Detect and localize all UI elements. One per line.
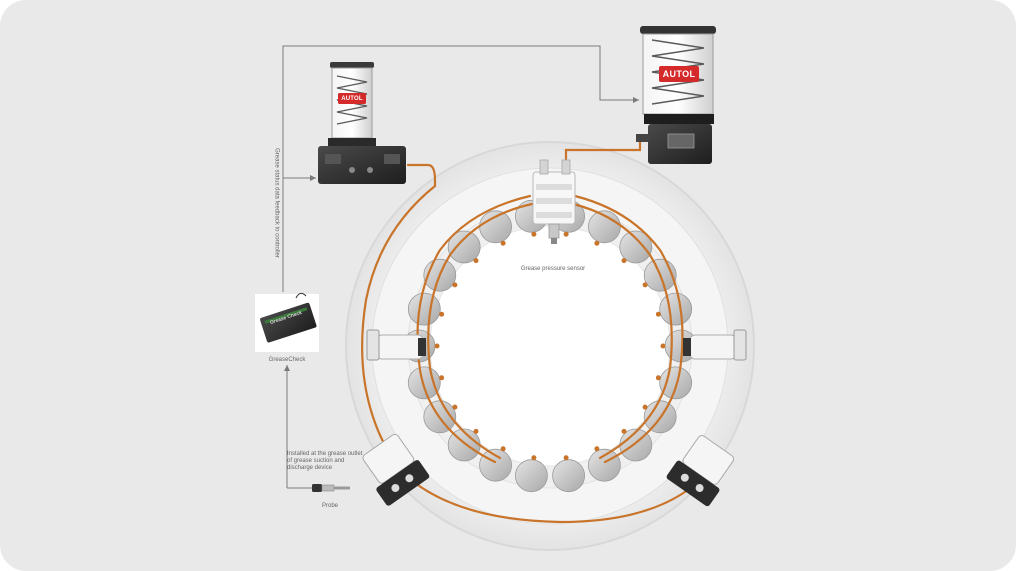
grease-line-inner-c — [573, 194, 684, 464]
grease-fitting — [531, 455, 537, 461]
discharge-device-left — [362, 433, 430, 506]
grease-fitting — [452, 404, 458, 410]
pump-small-logo: AUTOL — [341, 96, 363, 102]
grease-fitting — [452, 282, 458, 288]
grease-lines — [361, 139, 702, 524]
grease-fitting — [594, 240, 600, 246]
bearing-roller — [619, 230, 653, 264]
grease-fitting — [594, 446, 600, 452]
bearing-roller — [552, 459, 585, 493]
signal-line-to-large-pump — [282, 45, 639, 292]
bearing-roller — [659, 366, 693, 400]
bearing-roller — [407, 292, 441, 326]
bearing-roller — [479, 448, 513, 482]
grease-fitting — [621, 428, 627, 434]
installed-label: Installed at the grease outlet of grease… — [287, 451, 363, 471]
grease-fitting — [500, 240, 506, 246]
grease-fitting — [473, 428, 479, 434]
grease-line-small-pump — [361, 163, 702, 524]
pressure-sensor-label: Grease pressure sensor — [520, 266, 586, 272]
grease-line-inner-d — [571, 202, 673, 460]
side-block-right — [683, 329, 747, 361]
pump-icon — [636, 26, 716, 164]
grease-fitting — [642, 282, 648, 288]
discharge-device-right — [666, 435, 735, 507]
grease-fitting — [531, 231, 537, 237]
bearing-roller — [659, 292, 693, 326]
grease-fitting — [434, 343, 440, 349]
grease-fitting — [563, 455, 569, 461]
side-block-left — [366, 329, 426, 361]
grease-fitting — [655, 311, 661, 317]
greasecheck-label: GreaseCheck — [268, 357, 306, 363]
feedback-label: Grease status data feedback to controlle… — [273, 148, 280, 258]
bearing-roller — [515, 459, 548, 493]
pump-large-logo: AUTOL — [662, 69, 696, 79]
bearing-roller — [407, 366, 441, 400]
grease-fitting — [621, 258, 627, 264]
grease-line-inner-a — [416, 194, 532, 464]
probe-label: Probe — [321, 503, 339, 509]
grease-fitting — [642, 404, 648, 410]
grease-fitting — [473, 258, 479, 264]
bearing-roller — [447, 230, 481, 264]
sensor-icon — [532, 159, 576, 244]
grease-fitting — [655, 375, 661, 381]
grease-fitting — [439, 311, 445, 317]
bearing-roller — [588, 448, 621, 482]
grease-fitting — [439, 375, 445, 381]
signal-lines — [282, 45, 639, 489]
grease-line-inner-b — [427, 202, 534, 460]
probe-icon — [312, 484, 350, 492]
grease-fitting — [660, 343, 666, 349]
greasecheck-device — [255, 292, 319, 352]
grease-fitting — [500, 446, 506, 452]
grease-fitting — [563, 231, 569, 237]
pump-icon — [318, 62, 406, 184]
